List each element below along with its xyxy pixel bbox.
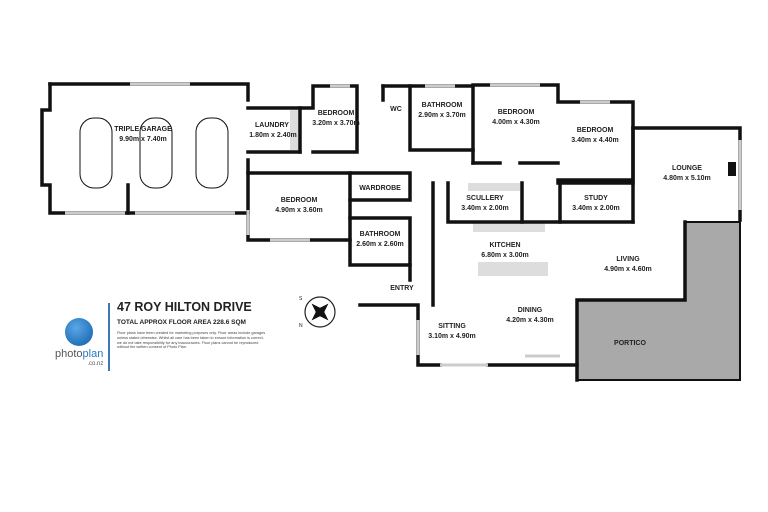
walls (40, 82, 742, 382)
room-dims: 4.00m x 4.30m (492, 119, 539, 126)
room-dims: 4.90m x 4.60m (604, 266, 651, 273)
room-name: BATHROOM (360, 231, 401, 238)
car-icon (79, 117, 113, 189)
room-name: LIVING (616, 256, 640, 263)
room-name: BATHROOM (422, 102, 463, 109)
photoplan-logo: photoplan .co.nz (55, 318, 103, 368)
room-name: ENTRY (390, 285, 414, 292)
logo-text: photo (55, 348, 83, 360)
room-name: SCULLERY (466, 195, 504, 202)
room-dims: 3.10m x 4.90m (428, 333, 475, 340)
room-dims: 2.60m x 2.60m (356, 241, 403, 248)
room-dims: 3.40m x 2.00m (461, 205, 508, 212)
room-dims: 1.80m x 2.40m (249, 132, 296, 139)
room-name: BEDROOM (498, 109, 535, 116)
room-dims: 3.40m x 4.40m (571, 137, 618, 144)
room-name: WC (390, 106, 402, 113)
room-dims: 4.90m x 3.60m (275, 207, 322, 214)
address-title: 47 ROY HILTON DRIVE (117, 300, 252, 314)
room-name: BEDROOM (281, 197, 318, 204)
room-name: LOUNGE (672, 165, 702, 172)
room-labels: TRIPLE GARAGE 9.90m x 7.40m LAUNDRY 1.80… (114, 102, 711, 347)
room-name: SITTING (438, 323, 466, 330)
room-name: PORTICO (614, 340, 646, 347)
floor-area: TOTAL APPROX FLOOR AREA 228.6 SQM (117, 319, 246, 326)
car-icons (79, 117, 229, 189)
room-name: WARDROBE (359, 185, 401, 192)
laundry-bench (290, 110, 299, 150)
kitchen-bench (473, 222, 545, 232)
room-name: TRIPLE GARAGE (114, 126, 172, 133)
room-dims: 4.20m x 4.30m (506, 317, 553, 324)
room-name: STUDY (584, 195, 608, 202)
room-dims: 6.80m x 3.00m (481, 252, 528, 259)
room-dims: 3.20m x 3.70m (312, 120, 359, 127)
room-name: BEDROOM (318, 110, 355, 117)
disclaimer: Floor plans have been created for market… (117, 331, 266, 350)
compass-letter: S (299, 296, 303, 302)
logo-domain: .co.nz (87, 361, 104, 367)
logo-text: plan (82, 348, 104, 360)
room-dims: 3.40m x 2.00m (572, 205, 619, 212)
car-icon (195, 117, 229, 189)
room-dims: 2.90m x 3.70m (418, 112, 465, 119)
scullery-bench (468, 183, 520, 191)
kitchen-island (478, 262, 548, 276)
room-name: KITCHEN (489, 242, 520, 249)
car-icon (139, 117, 173, 189)
divider (108, 303, 110, 371)
room-dims: 9.90m x 7.40m (119, 136, 166, 143)
room-name: BEDROOM (577, 127, 614, 134)
room-name: LAUNDRY (255, 122, 289, 129)
room-name: DINING (518, 307, 543, 314)
compass-icon: S N (299, 296, 336, 329)
compass-letter: N (299, 323, 303, 329)
house-logo-icon (65, 318, 94, 346)
room-dims: 4.80m x 5.10m (663, 175, 710, 182)
